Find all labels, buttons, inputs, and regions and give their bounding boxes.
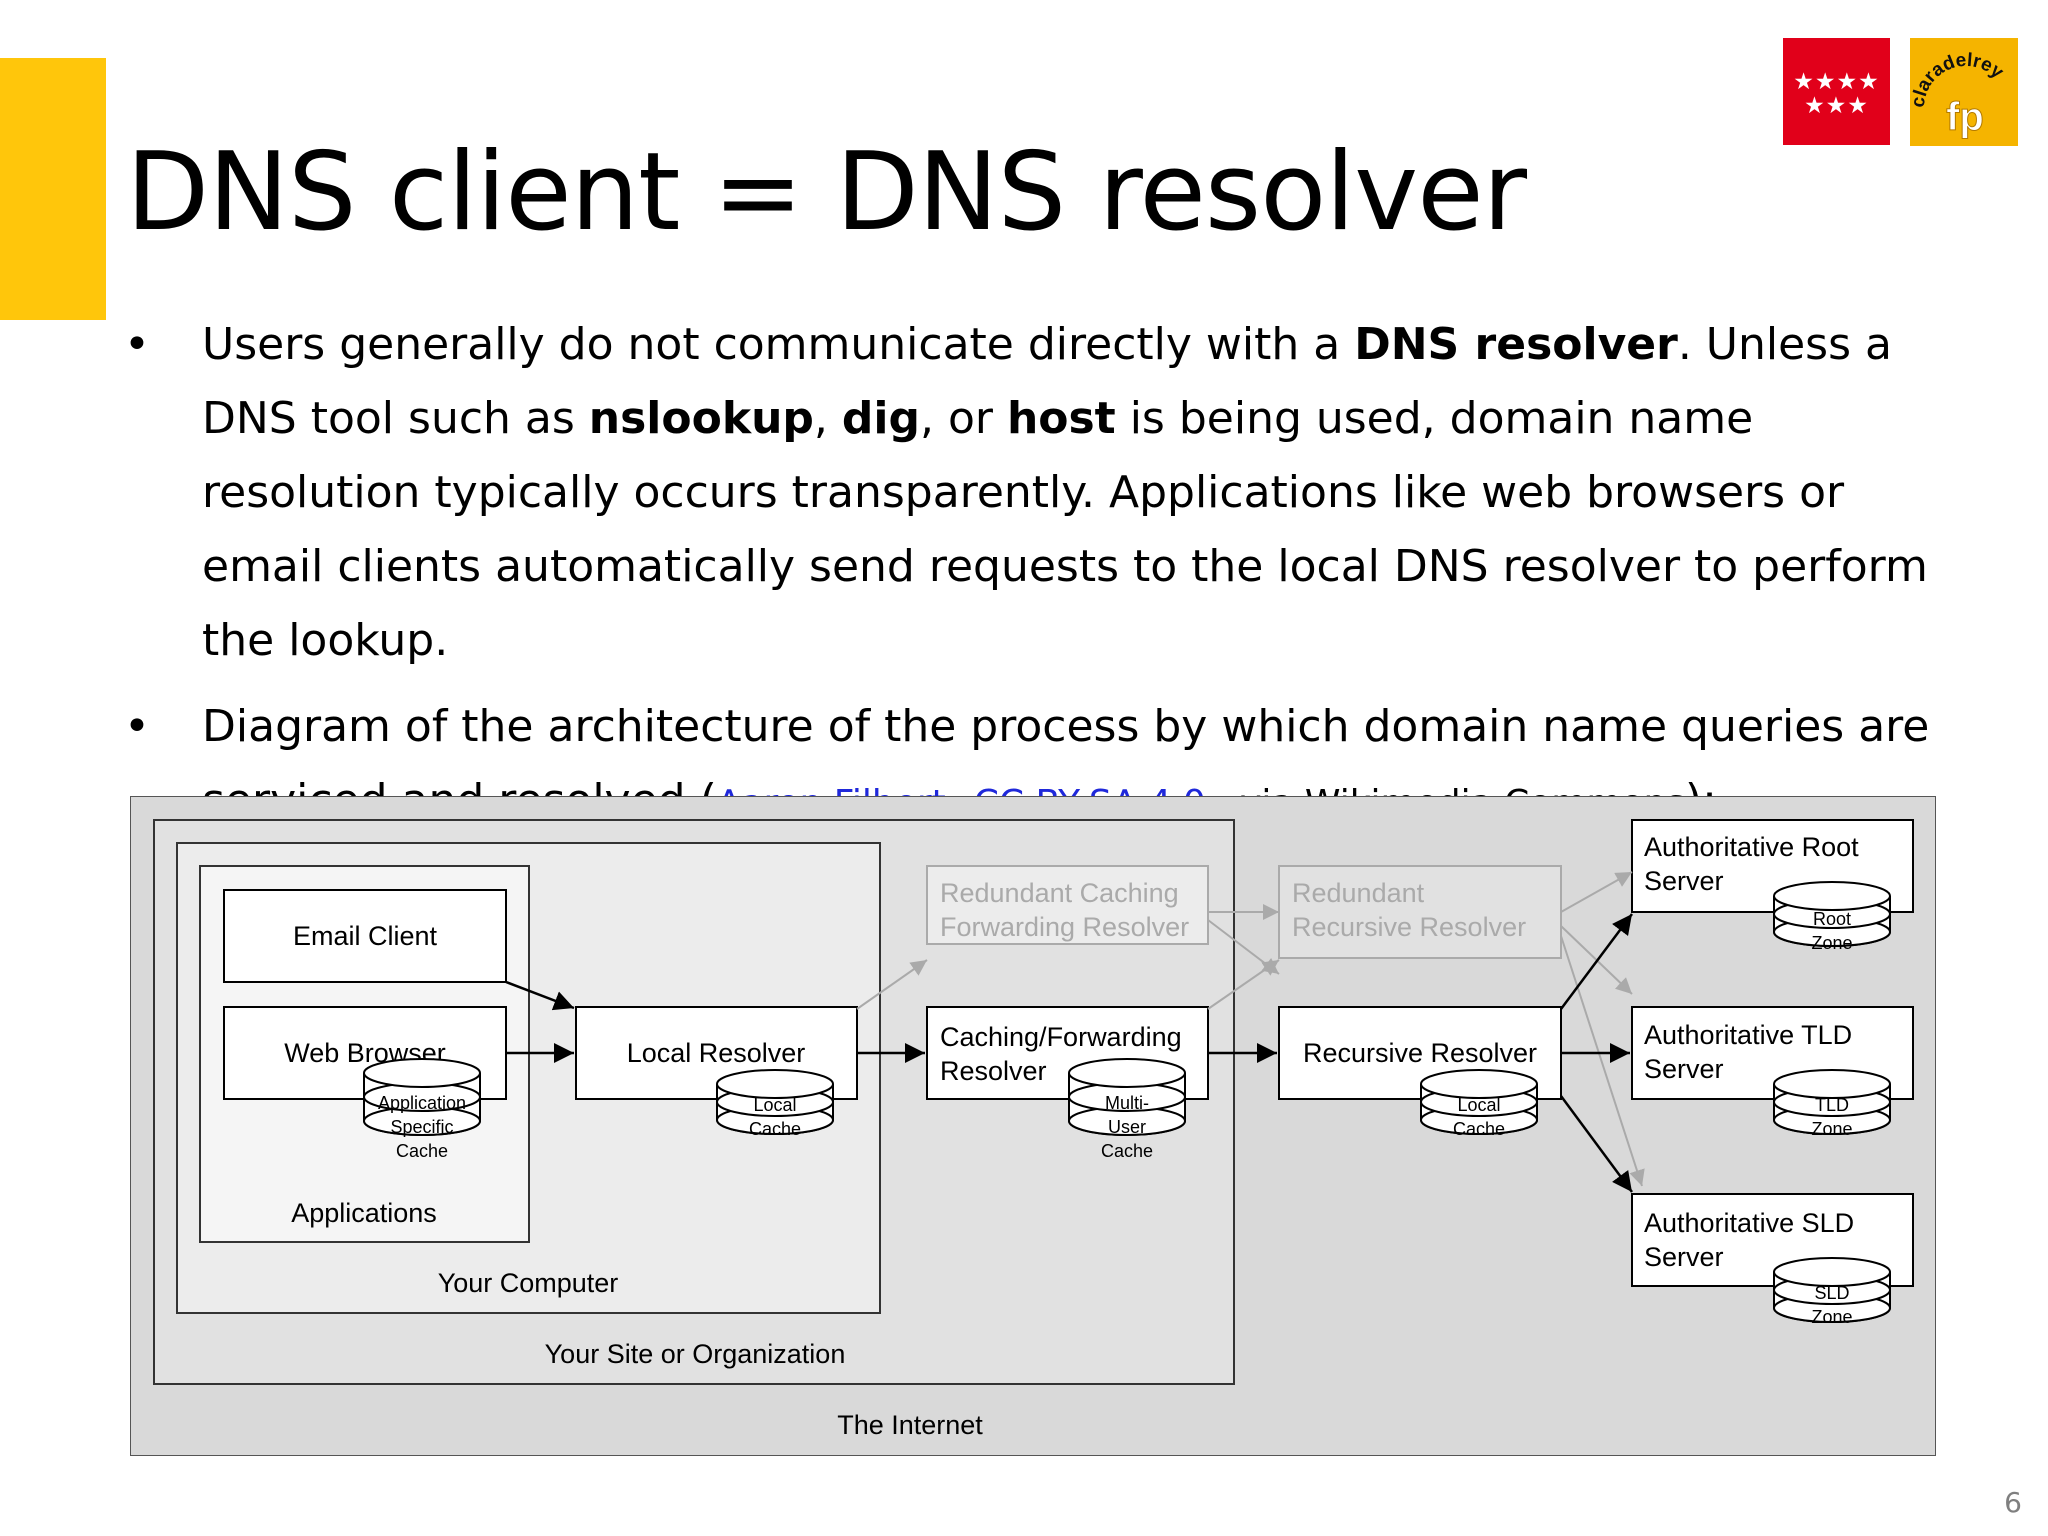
bullet-dot-icon: • [124, 319, 150, 370]
auth-sld-label: Server [1644, 1242, 1724, 1272]
page-number: 6 [2004, 1486, 2022, 1519]
tld-zone-database-icon [1773, 1069, 1891, 1135]
logo-fp-mark: fp [1946, 95, 1984, 139]
claradelrey-fp-logo: claradelrey fp [1910, 38, 2018, 146]
arrow [1560, 935, 1645, 1187]
multi-user-cache-database-icon [1068, 1058, 1186, 1136]
text: Users generally do not communicate direc… [202, 319, 1355, 370]
bold-term: host [1006, 393, 1116, 444]
caching-forwarding-label: Resolver [940, 1056, 1047, 1086]
zone-label: Zone [1811, 933, 1852, 953]
arrow [505, 980, 575, 1011]
redundant-caching-label: Forwarding Resolver [940, 912, 1189, 942]
madrid-logo: ★★★★ ★★★ [1783, 38, 1890, 145]
local-cache-database-icon [716, 1069, 834, 1135]
caching-forwarding-label: Caching/Forwarding [940, 1022, 1182, 1052]
star-icon: ★★★★ [1793, 69, 1880, 95]
bullet-item: • Users generally do not communicate dir… [124, 308, 1964, 678]
arrow [1560, 871, 1633, 913]
redundant-recursive-label: Redundant [1292, 878, 1425, 908]
cache-label: Cache [1453, 1119, 1505, 1139]
zone-label: SLD [1814, 1283, 1849, 1303]
auth-root-label: Authoritative Root [1644, 832, 1859, 862]
redundant-recursive-label: Recursive Resolver [1292, 912, 1526, 942]
cache-label: Application [378, 1093, 466, 1113]
recursive-cache-database-icon [1420, 1069, 1538, 1135]
cache-label: Cache [1101, 1141, 1153, 1161]
redundant-caching-label: Redundant Caching [940, 878, 1179, 908]
auth-tld-label: Server [1644, 1054, 1724, 1084]
bullet-list: • Users generally do not communicate dir… [124, 308, 1964, 853]
dns-architecture-diagram: The Internet Your Site or Organization Y… [130, 796, 1936, 1456]
recursive-resolver-label: Recursive Resolver [1303, 1038, 1537, 1068]
auth-sld-label: Authoritative SLD [1644, 1208, 1854, 1238]
local-resolver-label: Local Resolver [627, 1038, 806, 1068]
computer-label: Your Computer [438, 1268, 619, 1298]
arrow [856, 959, 928, 1010]
cache-label: User [1108, 1117, 1146, 1137]
text: , [813, 393, 842, 444]
cache-label: Cache [749, 1119, 801, 1139]
text: . Unless a DNS tool such as [202, 319, 1892, 444]
email-client-box [223, 889, 507, 983]
text: is being used, domain name resolution ty… [202, 393, 1928, 666]
star-icon: ★★★ [1804, 93, 1869, 119]
internet-label: The Internet [837, 1410, 983, 1440]
email-client-label: Email Client [293, 921, 438, 951]
redundant-caching-box [926, 865, 1209, 945]
cache-label: Local [753, 1095, 796, 1115]
zone-label: TLD [1815, 1095, 1849, 1115]
bullet-dot-icon: • [124, 701, 150, 752]
cache-label: Cache [396, 1141, 448, 1161]
site-label: Your Site or Organization [545, 1339, 846, 1369]
auth-tld-label: Authoritative TLD [1644, 1020, 1852, 1050]
cache-label: Multi- [1105, 1093, 1149, 1113]
accent-bar [0, 58, 106, 320]
bold-term: nslookup [588, 393, 814, 444]
zone-label: Root [1813, 909, 1851, 929]
sld-zone-database-icon [1773, 1257, 1891, 1323]
root-zone-database-icon [1773, 881, 1891, 947]
cache-label: Local [1457, 1095, 1500, 1115]
arrow [1559, 913, 1634, 1010]
applications-label: Applications [291, 1198, 437, 1228]
slide-title: DNS client = DNS resolver [126, 130, 1527, 255]
zone-label: Zone [1811, 1119, 1852, 1139]
cache-label: Specific [390, 1117, 453, 1137]
arrow [1207, 959, 1280, 1010]
text: , or [919, 393, 1007, 444]
bold-term: DNS resolver [1354, 319, 1678, 370]
auth-root-label: Server [1644, 866, 1724, 896]
zone-label: Zone [1811, 1307, 1852, 1327]
bold-term: dig [841, 393, 920, 444]
arrow [1559, 1095, 1634, 1193]
application-cache-database-icon [363, 1058, 481, 1136]
